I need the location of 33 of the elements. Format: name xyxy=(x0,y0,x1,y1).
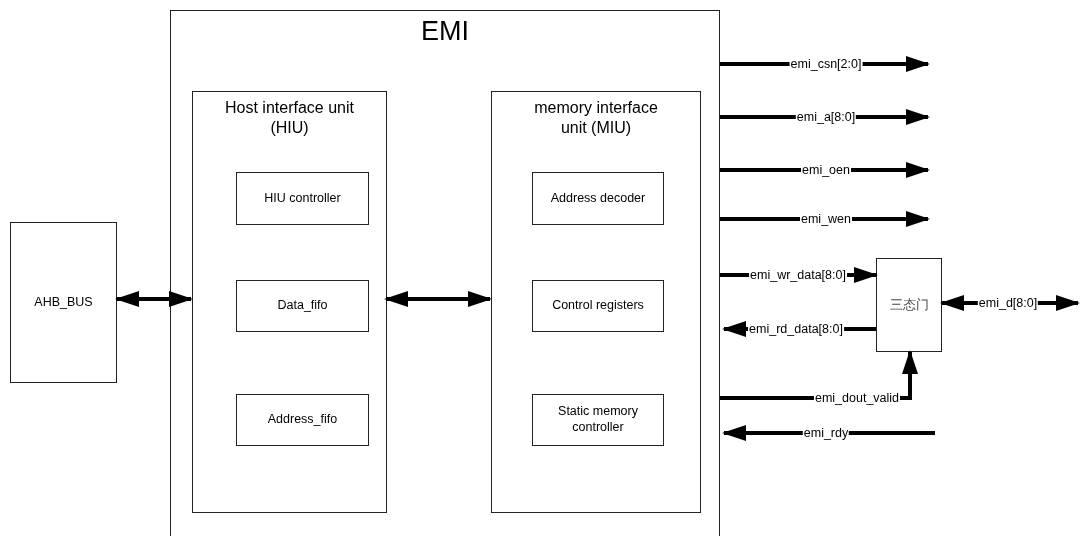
unit-block xyxy=(192,91,387,513)
block-title: Host interface unit (HIU) xyxy=(224,98,355,138)
block xyxy=(10,222,117,383)
edge-label: emi_d[8:0] xyxy=(977,296,1039,310)
block xyxy=(236,280,369,332)
block xyxy=(532,172,664,225)
block xyxy=(236,172,369,225)
block xyxy=(532,280,664,332)
edge-label: emi_csn[2:0] xyxy=(789,57,863,71)
block xyxy=(876,258,942,352)
edge-label: emi_a[8:0] xyxy=(795,110,857,124)
edge-label: emi_oen xyxy=(801,163,851,177)
edge-label: emi_wr_data[8:0] xyxy=(749,268,847,282)
block-label: Address_fifo xyxy=(267,412,338,428)
module-block xyxy=(170,10,720,536)
block-label: Control registers xyxy=(552,298,644,314)
edge-label: emi_rdy xyxy=(802,426,850,440)
block-label: HIU controller xyxy=(264,190,341,207)
arrow xyxy=(384,291,492,307)
block-title: memory interface unit (MIU) xyxy=(533,98,659,138)
block-label: Address decoder xyxy=(550,190,646,207)
block-label: AHB_BUS xyxy=(34,294,93,311)
unit-block xyxy=(491,91,701,513)
edge-label: emi_dout_valid xyxy=(813,391,901,405)
block xyxy=(532,394,664,446)
block-label: 三态门 xyxy=(889,296,929,314)
block-label: Data_fifo xyxy=(277,298,328,314)
block-title: EMI xyxy=(421,15,469,48)
block xyxy=(236,394,369,446)
arrow xyxy=(115,291,193,307)
edge-label: emi_rd_data[8:0] xyxy=(748,322,844,336)
block-label: Static memory controller xyxy=(557,404,639,436)
edge-label: emi_wen xyxy=(800,212,852,226)
